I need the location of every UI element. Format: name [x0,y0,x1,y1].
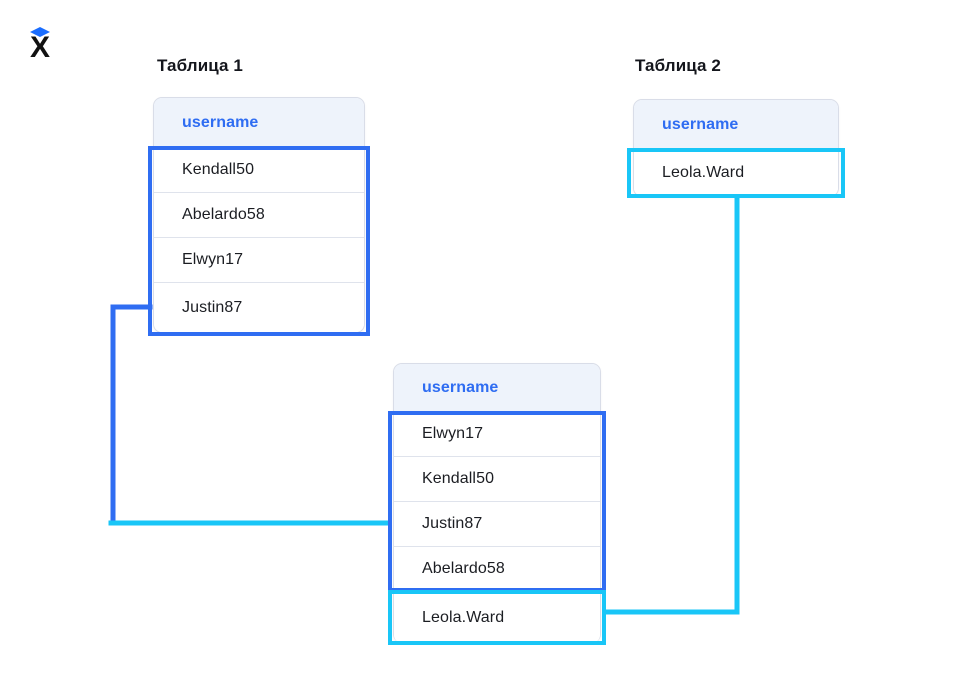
table-row[interactable]: Leola.Ward [634,150,838,196]
result-cell-1: Kendall50 [422,470,495,487]
svg-text:X: X [30,31,50,60]
table-one-cell-0: Kendall50 [182,161,255,178]
connector-table-one-to-result-primary [110,304,153,526]
table-one-cell-3: Justin87 [182,298,243,316]
table-two-title: Таблица 2 [635,56,721,75]
table-row[interactable]: Kendall50 [154,148,364,193]
result-table-card: username Elwyn17 Kendall50 Justin87 Abel… [393,363,601,643]
table-row[interactable]: Elwyn17 [394,412,600,457]
table-row[interactable]: Kendall50 [394,457,600,502]
table-two-card: username Leola.Ward [633,99,839,197]
table-row[interactable]: Abelardo58 [394,547,600,592]
table-row[interactable]: Elwyn17 [154,238,364,283]
table-row[interactable]: Abelardo58 [154,193,364,238]
table-two-cell-0: Leola.Ward [662,164,745,181]
table-one-title: Таблица 1 [157,56,243,75]
result-cell-0: Elwyn17 [422,425,484,442]
table-one-card: username Kendall50 Abelardo58 Elwyn17 Ju… [153,97,365,333]
connector-table-two-to-result-accent [603,189,740,615]
table-one-cell-2: Elwyn17 [182,251,244,268]
table-row[interactable]: Justin87 [154,283,364,332]
x-diamond-logo: X [20,20,60,64]
result-cell-2: Justin87 [422,515,483,532]
table-one-column-username: username [182,113,259,131]
result-cell-4: Leola.Ward [422,608,505,626]
result-table-column-username: username [422,378,499,396]
result-table-header: username [394,364,600,412]
table-one-header: username [154,98,364,148]
table-two-column-username: username [662,115,739,133]
table-two-header: username [634,100,838,150]
table-row[interactable]: Leola.Ward [394,592,600,643]
diamond-icon [30,27,50,37]
table-one-cell-1: Abelardo58 [182,206,265,223]
result-cell-3: Abelardo58 [422,560,505,577]
table-row[interactable]: Justin87 [394,502,600,547]
